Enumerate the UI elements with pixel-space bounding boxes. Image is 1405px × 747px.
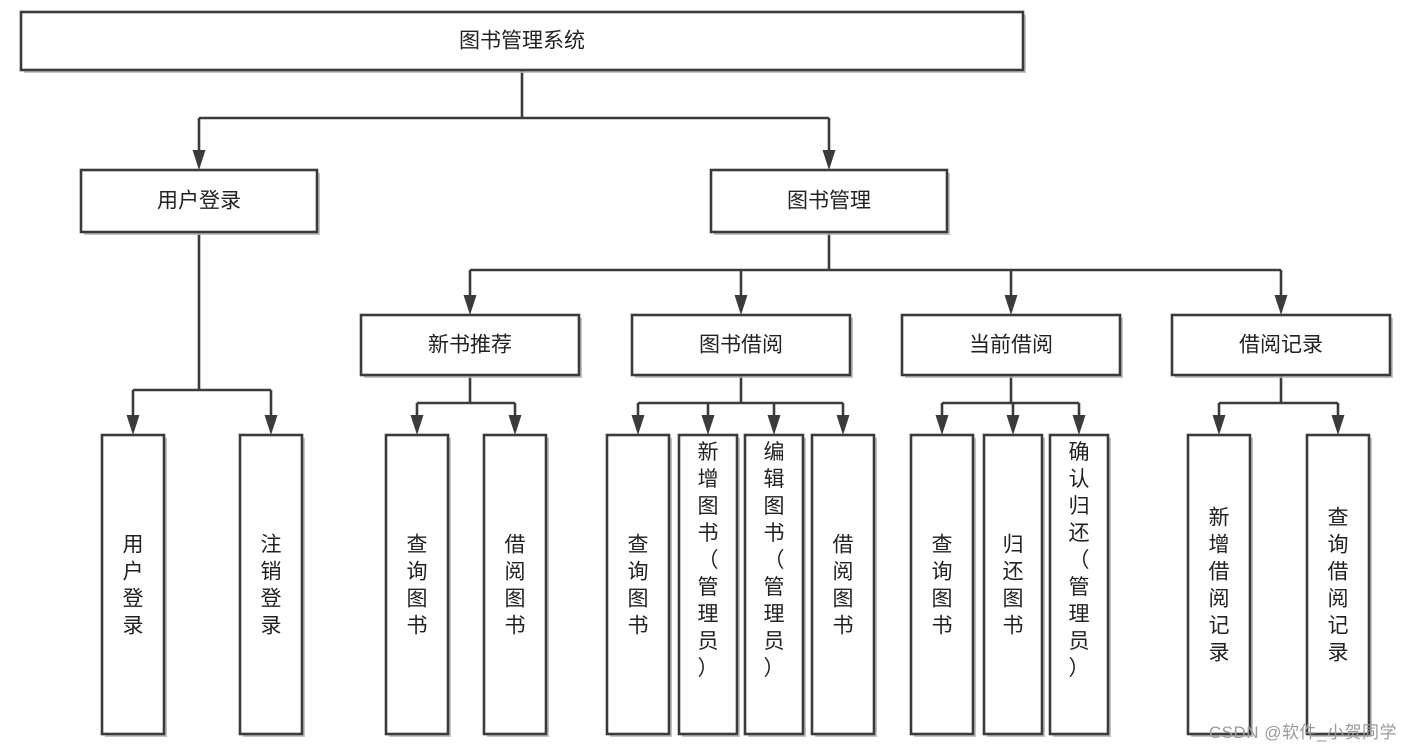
node-label: 用户登录	[157, 190, 241, 213]
edge-group-new_book_rec	[410, 375, 522, 435]
node-leaf_add_record[interactable]: 新增借阅记录	[1186, 433, 1253, 737]
edge-group-book_borrow	[631, 375, 850, 435]
node-user_login[interactable]: 用户登录	[79, 168, 320, 235]
node-leaf_edit_book[interactable]: 编辑图书（管理员）	[743, 433, 806, 737]
node-label: 归还图书	[1003, 534, 1024, 638]
edge-group-current_borrow	[935, 375, 1086, 435]
node-leaf_query_book_1[interactable]: 查询图书	[384, 433, 451, 737]
node-leaf_borrow_book_2[interactable]: 借阅图书	[810, 433, 877, 737]
node-root[interactable]: 图书管理系统	[19, 10, 1026, 73]
node-label: 注销登录	[261, 534, 282, 638]
node-label: 图书管理	[787, 190, 871, 213]
node-label: 新书推荐	[428, 334, 512, 357]
node-label: 查询借阅记录	[1328, 507, 1349, 665]
node-leaf_logout[interactable]: 注销登录	[238, 433, 305, 737]
node-book_borrow[interactable]: 图书借阅	[630, 313, 853, 378]
node-label: 确认归还（管理员）	[1069, 441, 1090, 680]
edges-layer	[126, 70, 1345, 435]
edge-group-book_mgmt	[463, 232, 1288, 315]
node-borrow_record[interactable]: 借阅记录	[1170, 313, 1393, 378]
node-leaf_return_book[interactable]: 归还图书	[982, 433, 1045, 737]
node-label: 借阅图书	[833, 534, 854, 638]
edge-group-root	[192, 70, 836, 170]
node-label: 用户登录	[123, 534, 144, 638]
node-label: 查询图书	[628, 534, 649, 638]
node-label: 新增借阅记录	[1209, 507, 1230, 665]
node-leaf_query_book_2[interactable]: 查询图书	[605, 433, 672, 737]
edge-group-borrow_record	[1212, 375, 1345, 435]
node-label: 借阅图书	[505, 534, 526, 638]
node-leaf_add_book[interactable]: 新增图书（管理员）	[677, 433, 740, 737]
node-label: 图书借阅	[699, 334, 783, 357]
node-label: 查询图书	[407, 534, 428, 638]
node-book_mgmt[interactable]: 图书管理	[709, 168, 950, 235]
node-new_book_rec[interactable]: 新书推荐	[359, 313, 582, 378]
node-label: 借阅记录	[1239, 334, 1323, 357]
nodes-layer: 图书管理系统用户登录图书管理新书推荐图书借阅当前借阅借阅记录用户登录注销登录查询…	[19, 10, 1393, 737]
node-label: 新增图书（管理员）	[698, 441, 719, 680]
node-leaf_confirm_return[interactable]: 确认归还（管理员）	[1048, 433, 1111, 737]
node-current_borrow[interactable]: 当前借阅	[900, 313, 1123, 378]
node-leaf_query_record[interactable]: 查询借阅记录	[1305, 433, 1372, 737]
node-leaf_user_login[interactable]: 用户登录	[100, 433, 167, 737]
node-leaf_query_book_3[interactable]: 查询图书	[909, 433, 976, 737]
node-leaf_borrow_book_1[interactable]: 借阅图书	[482, 433, 549, 737]
edge-group-user_login	[126, 232, 278, 435]
node-label: 查询图书	[932, 534, 953, 638]
node-label: 编辑图书（管理员）	[764, 441, 785, 680]
node-label: 图书管理系统	[459, 30, 585, 53]
watermark-label: CSDN @软件_小贺同学	[1208, 723, 1397, 742]
node-label: 当前借阅	[969, 334, 1053, 357]
